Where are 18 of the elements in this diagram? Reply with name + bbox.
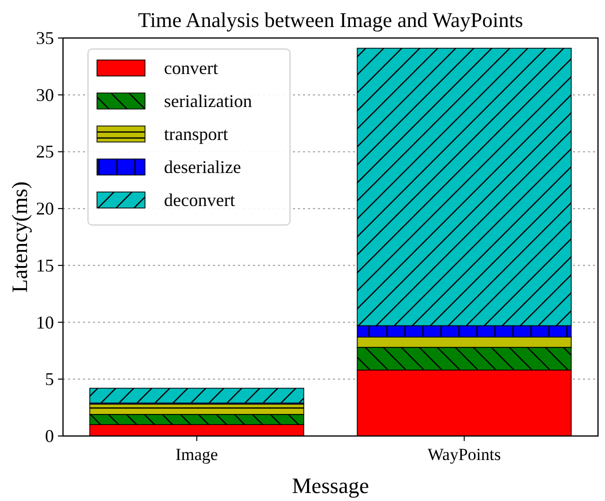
legend-label: convert bbox=[164, 58, 218, 78]
x-tick-label: WayPoints bbox=[428, 445, 501, 464]
y-tick-label: 15 bbox=[36, 255, 54, 276]
y-tick-label: 0 bbox=[45, 426, 54, 446]
x-axis-label: Message bbox=[292, 473, 369, 498]
legend-label: transport bbox=[164, 124, 228, 144]
y-axis-label: Latency(ms) bbox=[7, 181, 32, 293]
y-tick-label: 35 bbox=[36, 28, 54, 48]
x-tick-label: Image bbox=[176, 445, 218, 464]
y-tick-label: 20 bbox=[36, 198, 54, 219]
legend-label: deconvert bbox=[164, 190, 235, 210]
y-tick-label: 25 bbox=[36, 142, 54, 162]
y-tick-label: 30 bbox=[36, 84, 54, 105]
legend-label: deserialize bbox=[164, 157, 241, 177]
y-tick-label: 10 bbox=[36, 312, 54, 332]
y-tick-label: 5 bbox=[45, 369, 54, 390]
legend-label: serialization bbox=[164, 91, 252, 111]
chart-title: Time Analysis between Image and WayPoints bbox=[138, 8, 524, 32]
